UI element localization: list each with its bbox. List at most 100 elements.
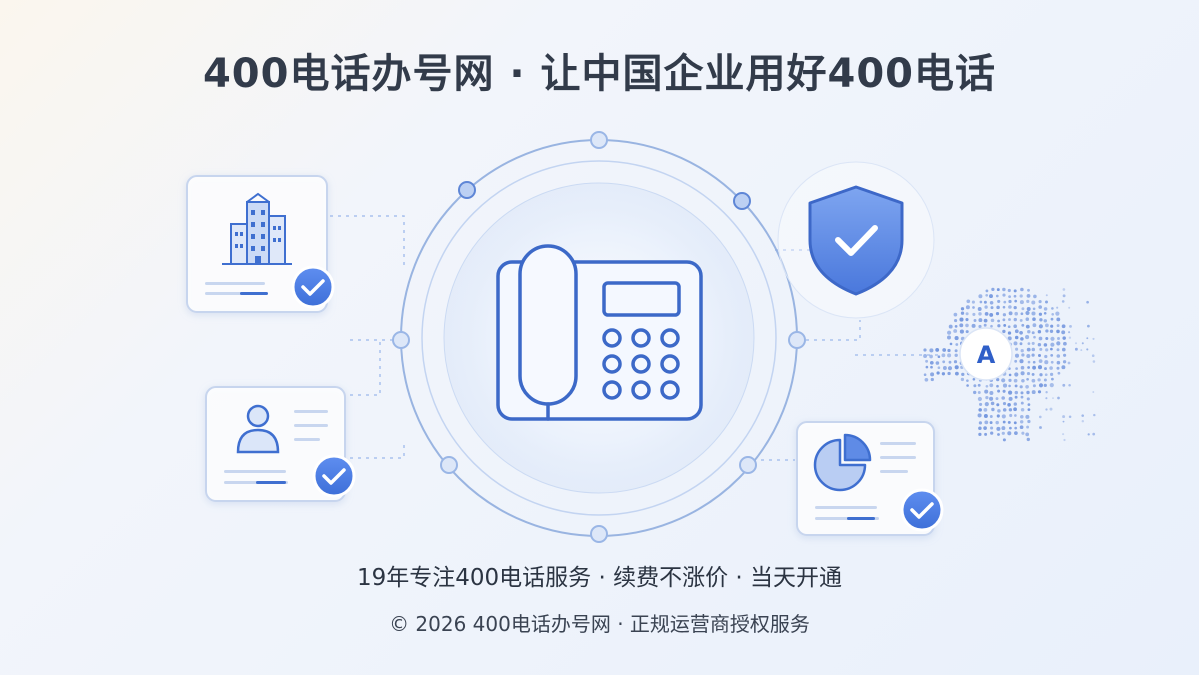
ai-head-dot: [997, 389, 1001, 393]
ai-head-dot: [1057, 396, 1060, 400]
analytics-card: [796, 421, 935, 536]
ai-head-dot: [937, 366, 941, 370]
ai-head-dot: [1025, 432, 1030, 437]
ai-head-dot: [1067, 361, 1071, 365]
ai-head-dot: [1039, 373, 1043, 377]
ai-head-dot: [1056, 324, 1060, 328]
ai-head-dot: [953, 329, 958, 333]
ai-head-dot: [1068, 384, 1071, 387]
ai-head-dot: [1002, 389, 1006, 393]
check-badge-icon: [900, 488, 944, 532]
ai-head-dot: [1021, 353, 1025, 357]
ai-head-dot: [1037, 342, 1042, 347]
ai-head-dot: [1031, 372, 1035, 376]
ai-head-dot: [1002, 305, 1006, 309]
ai-head-dot: [1026, 377, 1029, 381]
ai-head-dot: [959, 329, 964, 334]
ai-head-dot: [989, 294, 993, 299]
ai-head-dot: [1062, 294, 1066, 298]
ai-head-dot: [960, 311, 965, 315]
ai-head-dot: [1063, 341, 1067, 346]
ai-head-dot: [972, 306, 975, 309]
ai-head-dot: [1026, 294, 1031, 298]
desk-phone-icon: [496, 244, 703, 421]
ai-head-dot: [1092, 360, 1096, 363]
ai-head-dot: [996, 384, 999, 388]
ai-head-dot: [1039, 347, 1043, 351]
ai-head-dot: [1086, 337, 1089, 340]
ai-head-dot: [989, 396, 994, 401]
ai-head-dot: [1008, 384, 1011, 388]
ai-head-dot: [977, 396, 982, 402]
ai-head-dot: [942, 366, 947, 370]
user-card: [205, 386, 346, 502]
ai-head-dot: [1027, 419, 1031, 424]
ai-head-dot: [1068, 331, 1071, 334]
ai-head-dot: [1002, 402, 1007, 406]
ai-head-dot: [954, 349, 958, 353]
ai-head-dot: [1049, 366, 1053, 370]
ai-head-dot: [1056, 329, 1060, 334]
ai-head-dot: [978, 324, 982, 329]
ai-head-dot: [930, 365, 933, 369]
ai-head-dot: [965, 318, 969, 322]
ai-head-dot: [1056, 306, 1059, 309]
ai-head-dot: [1086, 300, 1089, 304]
ai-head-dot: [1044, 373, 1048, 377]
ai-head-dot: [1020, 287, 1024, 292]
ai-head-dot: [983, 318, 988, 323]
ai-head-dot: [1049, 407, 1053, 411]
ai-head-dot: [1013, 294, 1017, 298]
ai-head-dot: [1051, 377, 1054, 381]
ai-head-dot: [1020, 337, 1024, 341]
ai-head-dot: [1014, 359, 1018, 363]
ai-head-dot: [1008, 378, 1012, 383]
ai-head-dot: [1032, 307, 1036, 311]
ai-head-dot: [1050, 347, 1053, 351]
ai-head-dot: [1008, 373, 1012, 377]
ai-head-dot: [1038, 415, 1042, 419]
ai-head-dot: [1068, 415, 1072, 418]
ai-head-dot: [1007, 325, 1011, 329]
ai-head-dot: [1021, 307, 1025, 311]
ai-head-dot: [1056, 360, 1061, 365]
ai-head-dot: [1014, 353, 1020, 358]
ai-head-dot: [1045, 300, 1048, 304]
ai-head-dot: [936, 371, 940, 375]
ai-head-dot: [1045, 348, 1049, 352]
ai-head-dot: [1049, 383, 1054, 388]
ai-head-dot: [997, 299, 1001, 303]
ai-head-dot: [1007, 331, 1012, 335]
ai-head-dot: [1008, 390, 1013, 395]
ai-head-dot: [1008, 408, 1013, 412]
ai-head-dot: [1020, 391, 1024, 395]
ai-head-dot: [990, 431, 994, 435]
ai-head-dot: [1062, 383, 1066, 387]
ai-head-dot: [924, 377, 929, 382]
ai-head-dot: [990, 426, 994, 430]
ai-head-dot: [1014, 384, 1018, 388]
ai-head-dot: [1026, 354, 1031, 358]
ai-head-dot: [1038, 312, 1043, 316]
ai-head-dot: [935, 347, 940, 352]
page-title: 400电话办号网 · 让中国企业用好400电话: [202, 51, 997, 97]
ai-head-dot: [1008, 318, 1011, 321]
ai-head-dot: [978, 432, 982, 437]
ai-head-dot: [1061, 324, 1066, 329]
ai-head-dot: [978, 421, 982, 425]
ai-head-dot: [1038, 300, 1042, 304]
ai-head-dot: [978, 312, 982, 316]
ai-head-dot: [1026, 299, 1030, 304]
ai-head-dot: [1009, 426, 1012, 430]
ai-head-dot: [1051, 312, 1055, 316]
ai-head-dot: [997, 319, 1000, 323]
ai-head-dot: [1081, 420, 1085, 423]
ai-head-dot: [1049, 329, 1054, 333]
building-icon: [222, 192, 292, 265]
ai-head-dot: [1056, 341, 1061, 346]
ai-head-dot: [1092, 432, 1096, 436]
ai-head-dot: [1050, 336, 1055, 341]
ai-head-dot: [1062, 360, 1067, 364]
ai-head-dot: [991, 287, 995, 292]
